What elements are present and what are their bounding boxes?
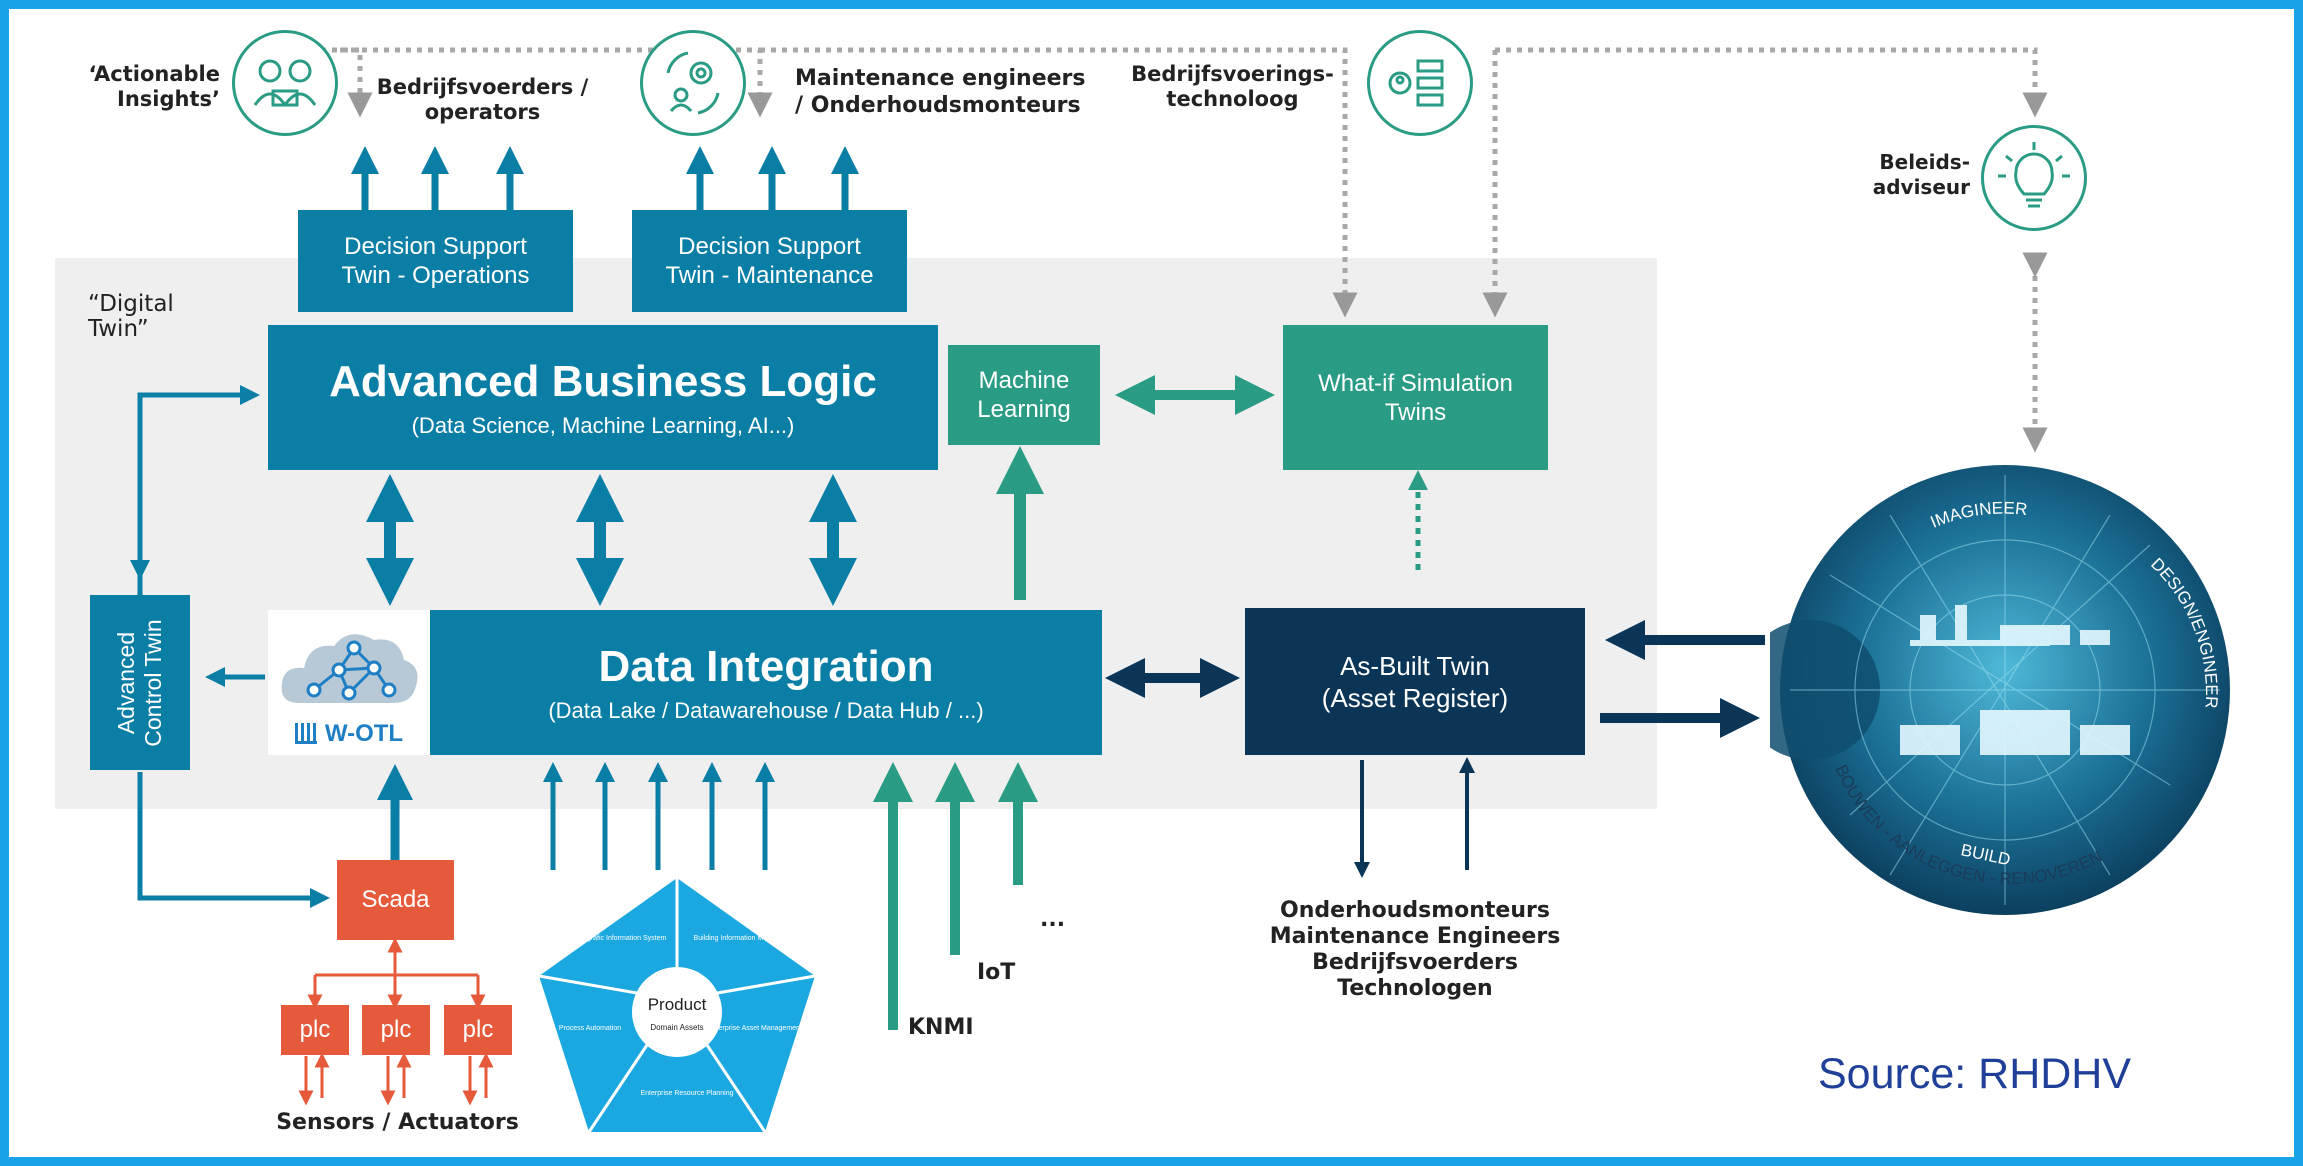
plc-box-3: plc — [444, 1005, 512, 1055]
advanced-control-twin-box: Advanced Control Twin — [90, 595, 190, 770]
plc-box-2: plc — [362, 1005, 430, 1055]
data-integration-box: Data Integration (Data Lake / Datawareho… — [430, 610, 1102, 755]
roles-list: Onderhoudsmonteurs Maintenance Engineers… — [1250, 898, 1580, 1002]
scada-text: Scada — [361, 886, 430, 913]
pentagon-segment-1: Geografic Information System — [574, 935, 667, 942]
w-otl-logo: W-OTL — [268, 610, 430, 755]
decision-support-maintenance-text: Decision Support Twin - Maintenance — [665, 233, 874, 289]
advanced-business-logic-box: Advanced Business Logic (Data Science, M… — [268, 325, 938, 470]
book-icon — [294, 723, 317, 744]
operators-label: Bedrijfsvoerders / operators — [376, 75, 589, 124]
machine-learning-box: Machine Learning — [948, 345, 1100, 445]
role-item: Technologen — [1337, 976, 1493, 1001]
lightbulb-icon — [1981, 125, 2087, 231]
advanced-business-logic-title: Advanced Business Logic — [329, 356, 877, 406]
sensors-actuators-label: Sensors / Actuators — [276, 1110, 519, 1135]
checklist-icon — [1367, 30, 1473, 136]
role-item: Maintenance Engineers — [1269, 924, 1561, 949]
pentagon-segment-5: Process Automation — [559, 1025, 621, 1032]
digital-twin-label: “Digital Twin” — [88, 291, 174, 342]
maintenance-engineers-label: Maintenance engineers / Onderhoudsmonteu… — [795, 66, 1086, 118]
decision-support-operations-text: Decision Support Twin - Operations — [341, 233, 530, 289]
gear-people-icon — [640, 30, 746, 136]
technoloog-label: Bedrijfsvoerings- technoloog — [1131, 62, 1334, 111]
what-if-simulation-box: What-if Simulation Twins — [1283, 325, 1548, 470]
as-built-twin-box: As-Built Twin (Asset Register) — [1245, 608, 1585, 755]
knmi-label: KNMI — [908, 1015, 974, 1040]
scada-box: Scada — [337, 860, 454, 940]
as-built-twin-text: As-Built Twin (Asset Register) — [1321, 650, 1509, 713]
advanced-control-twin-text: Advanced Control Twin — [113, 618, 166, 747]
pentagon-segment-3: Enterprise Asset Management — [708, 1025, 802, 1032]
beleidsadviseur-label: Beleids- adviseur — [1872, 150, 1970, 199]
pentagon-center-label: Product — [648, 995, 707, 1014]
plc-text: plc — [462, 1016, 494, 1043]
plc-box-1: plc — [281, 1005, 349, 1055]
role-item: Onderhoudsmonteurs — [1280, 898, 1550, 923]
data-integration-title: Data Integration — [598, 641, 934, 691]
role-item: Bedrijfsvoerders — [1312, 950, 1518, 975]
machine-learning-text: Machine Learning — [977, 367, 1071, 423]
advanced-business-logic-subtitle: (Data Science, Machine Learning, AI...) — [411, 412, 795, 438]
globe-image: IMAGINEER DESIGN/ENGINEER BUILD BOUWEN -… — [1770, 465, 2230, 915]
decision-support-maintenance-box: Decision Support Twin - Maintenance — [632, 210, 907, 312]
cloud-network-icon — [281, 633, 418, 703]
product-pentagon: Product Domain Assets Geografic Informat… — [538, 878, 816, 1133]
more-sources-label: ... — [1040, 907, 1066, 932]
pentagon-segment-2: Building Information Model — [694, 935, 777, 942]
actionable-insights-label: ‘Actionable Insights’ — [88, 62, 220, 111]
what-if-simulation-text: What-if Simulation Twins — [1318, 369, 1513, 426]
iot-label: IoT — [977, 960, 1016, 985]
source-label: Source: RHDHV — [1818, 1050, 2132, 1098]
decision-support-operations-box: Decision Support Twin - Operations — [298, 210, 573, 312]
pentagon-center-sublabel: Domain Assets — [650, 1023, 703, 1032]
data-integration-subtitle: (Data Lake / Datawarehouse / Data Hub / … — [548, 697, 984, 723]
pentagon-segment-4: Enterprise Resource Planning — [641, 1090, 734, 1097]
w-otl-label: W-OTL — [324, 719, 404, 747]
plc-text: plc — [380, 1016, 412, 1043]
people-laptop-icon — [232, 30, 338, 136]
plc-text: plc — [299, 1016, 331, 1043]
